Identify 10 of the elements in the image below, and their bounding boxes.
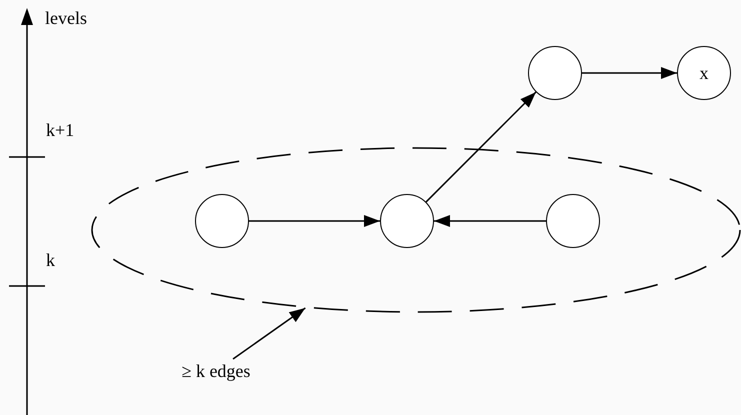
axis-label: k+1 [46,119,74,142]
axis-label: levels [45,7,87,30]
arrow [426,92,536,202]
arrow [249,215,380,227]
axis-label: k [46,249,55,272]
annotation-text: ≥ k edges [154,359,278,383]
node-label: x [700,62,708,84]
arrow [582,67,677,79]
arrow [232,307,306,360]
arrow [434,215,546,227]
